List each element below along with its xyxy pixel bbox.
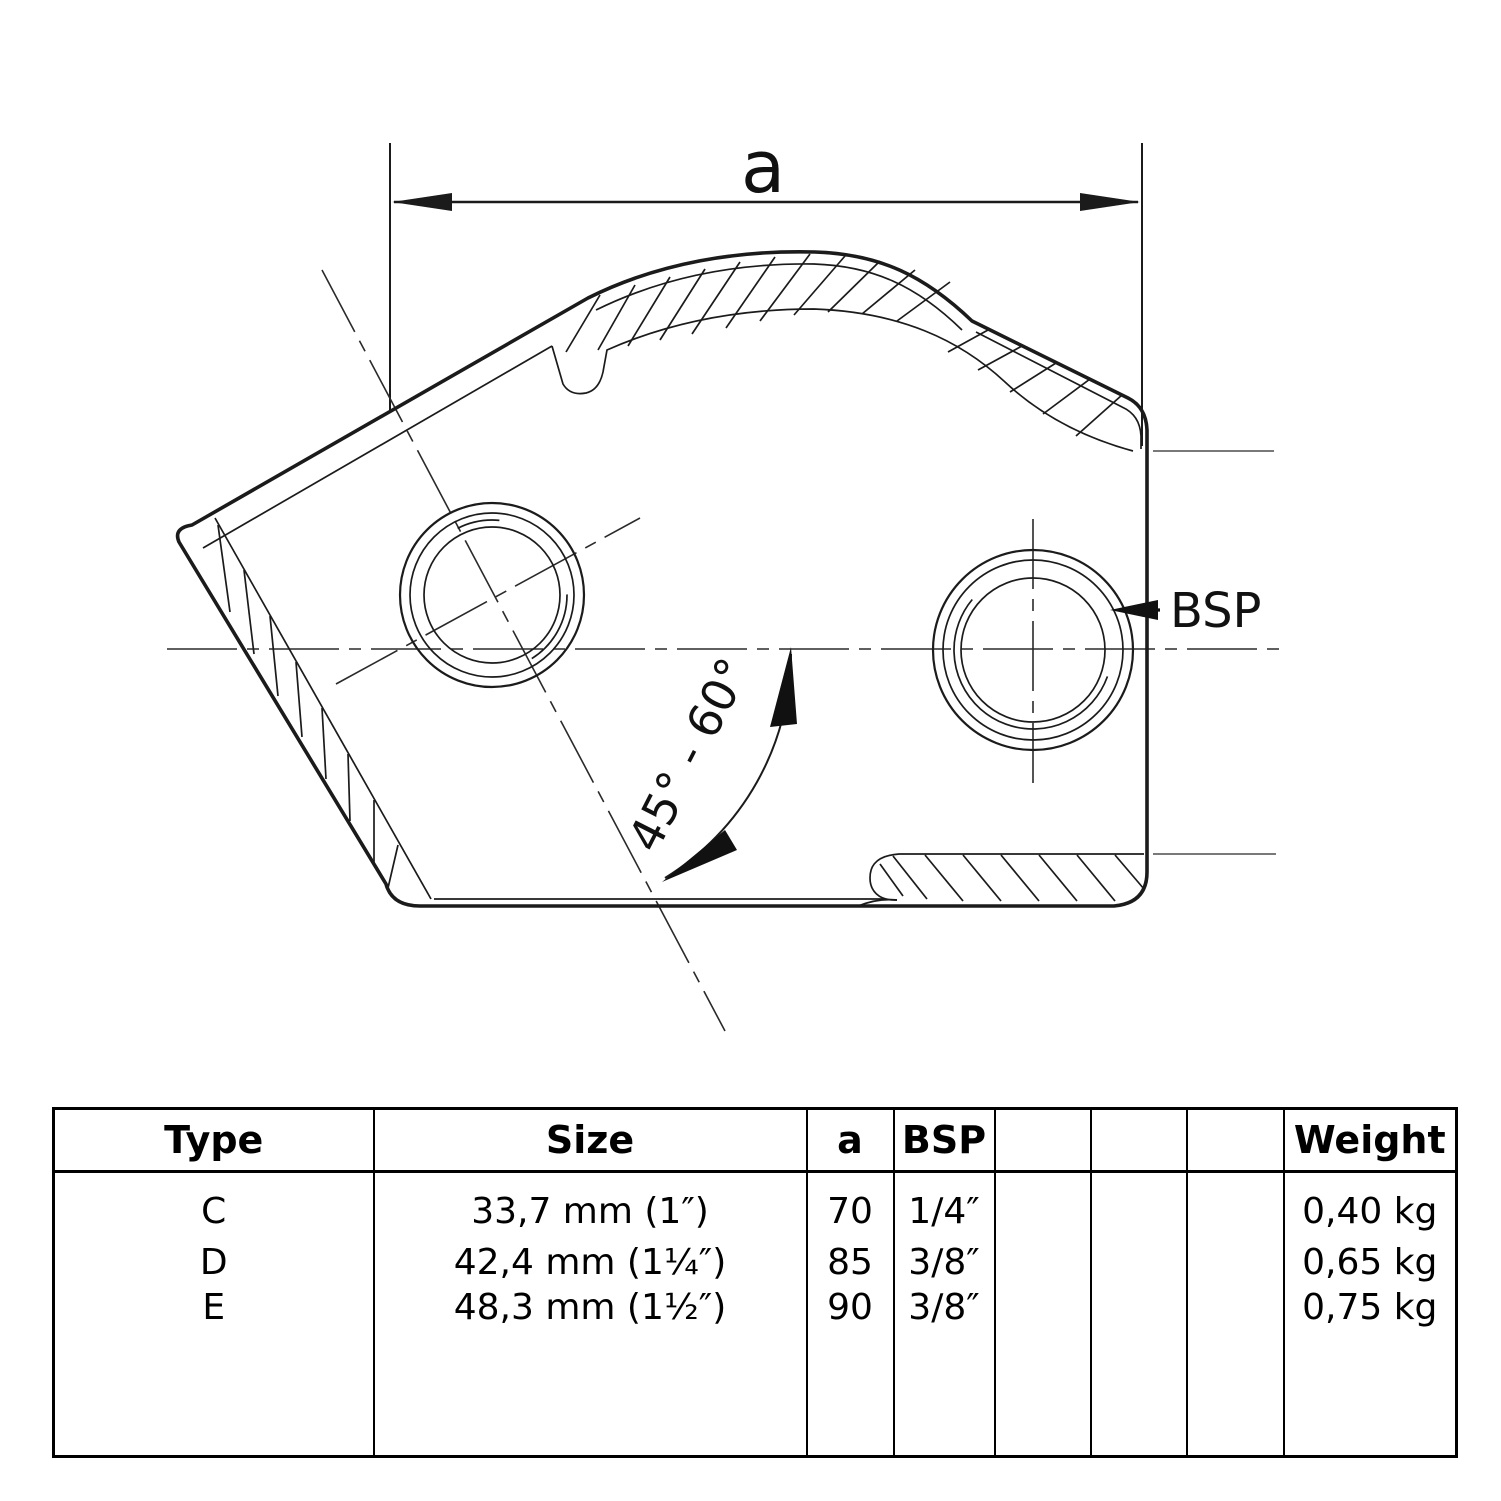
cell-a: 70 (805, 1171, 895, 1240)
top-band-inner-boundary (551, 308, 1134, 452)
cell-type: C (52, 1171, 375, 1240)
cell-a: 90 (805, 1285, 895, 1330)
dimension-a (389, 143, 1143, 446)
cell-empty (993, 1171, 1092, 1240)
cell-type: D (52, 1240, 375, 1285)
cell-weight: 0,40 kg (1282, 1171, 1458, 1240)
cell-bsp: 1/4″ (892, 1171, 996, 1240)
angle-arrowhead-down-icon (662, 830, 737, 882)
inner-wall-lines (202, 263, 1144, 907)
table-row: C 33,7 mm (1″) 70 1/4″ 0,40 kg (52, 1171, 1458, 1240)
cell-size: 33,7 mm (1″) (372, 1171, 808, 1240)
header-size: Size (372, 1108, 808, 1173)
header-type: Type (52, 1108, 375, 1173)
header-empty-1 (993, 1108, 1092, 1173)
lip-left-cap (869, 853, 900, 901)
bsp-annotation: BSP (1110, 583, 1262, 639)
left-hole-thread-arc (416, 519, 568, 671)
cell-type: E (52, 1285, 375, 1330)
cell-size: 48,3 mm (1½″) (372, 1285, 808, 1330)
angle-annotation: 45° - 60° (617, 647, 797, 882)
arrowhead-left-icon (392, 193, 452, 211)
header-empty-2 (1089, 1108, 1188, 1173)
arrowhead-right-icon (1080, 193, 1140, 211)
cell-empty (1089, 1285, 1188, 1330)
cell-empty (1185, 1285, 1285, 1330)
hatch-left-band (217, 524, 399, 889)
header-weight: Weight (1282, 1108, 1458, 1173)
table-row: E 48,3 mm (1½″) 90 3/8″ 0,75 kg (52, 1285, 1458, 1330)
bsp-arrowhead-icon (1110, 600, 1158, 620)
hatch-bottom-lip (879, 854, 1145, 902)
cell-empty (993, 1285, 1092, 1330)
dimension-a-label: a (741, 125, 785, 209)
cell-size: 42,4 mm (1¼″) (372, 1240, 808, 1285)
cell-weight: 0,65 kg (1282, 1240, 1458, 1285)
cell-empty (1185, 1171, 1285, 1240)
cell-empty (993, 1240, 1092, 1285)
bsp-label: BSP (1170, 583, 1262, 639)
cell-bsp: 3/8″ (892, 1240, 996, 1285)
left-hole-cross-centerline (335, 517, 641, 685)
centerlines (167, 269, 1287, 1032)
lip-cap-tail (857, 898, 898, 907)
right-threaded-hole (931, 548, 1135, 752)
spec-table-header-row: Type Size a BSP Weight (52, 1108, 1458, 1173)
cell-empty (1089, 1240, 1188, 1285)
part-body (175, 249, 1276, 908)
header-a: a (805, 1108, 895, 1173)
cell-empty (1089, 1171, 1188, 1240)
table-row: D 42,4 mm (1¼″) 85 3/8″ 0,65 kg (52, 1240, 1458, 1285)
spec-table: Type Size a BSP Weight C 33,7 mm (1″) 70… (52, 1107, 1458, 1458)
part-outline (175, 249, 1149, 908)
table-filler-row (52, 1330, 1458, 1457)
inclined-axis-centerline (321, 269, 726, 1032)
stub-lines (1153, 450, 1276, 855)
hatch-top-band (565, 253, 1123, 437)
cell-empty (1185, 1240, 1285, 1285)
right-hole-thread-arc (953, 570, 1113, 730)
left-threaded-hole (398, 501, 586, 689)
right-slope-inner-line (975, 331, 1142, 449)
cell-bsp: 3/8″ (892, 1285, 996, 1330)
header-empty-3 (1185, 1108, 1285, 1173)
header-bsp: BSP (892, 1108, 996, 1173)
top-inner-double-line (595, 263, 963, 331)
cell-weight: 0,75 kg (1282, 1285, 1458, 1330)
cell-a: 85 (805, 1240, 895, 1285)
angle-range-label: 45° - 60° (617, 649, 760, 860)
left-band-inner-line (214, 517, 432, 900)
under-slope-line (202, 345, 553, 549)
angle-arrowhead-up-icon (770, 647, 797, 727)
